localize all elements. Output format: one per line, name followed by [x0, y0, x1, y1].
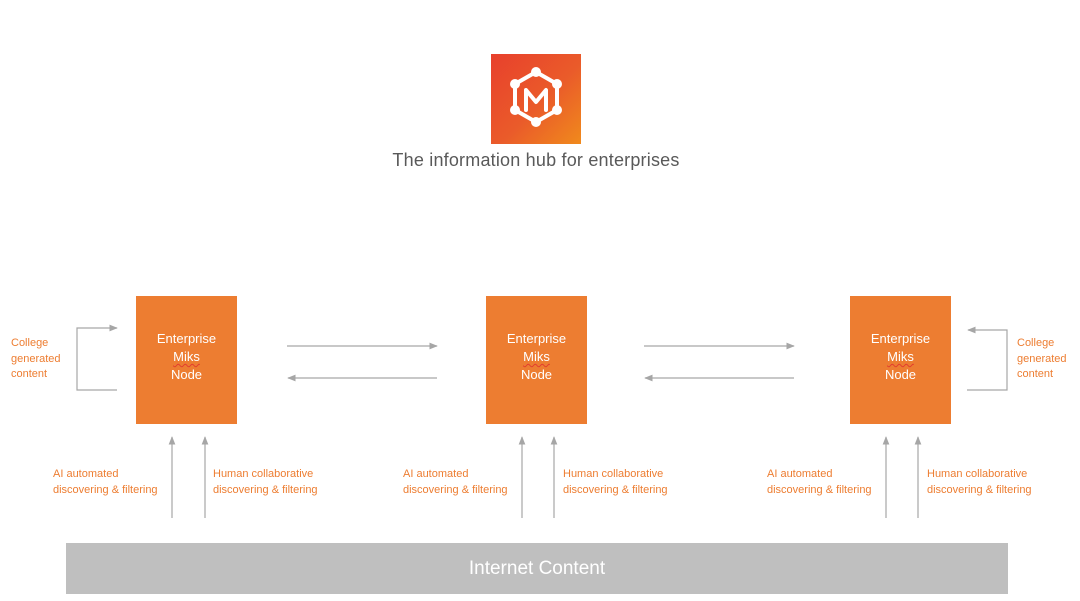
node-label-line2: Miks [173, 349, 200, 364]
enterprise-node-3: Enterprise Miks Node [850, 296, 951, 424]
internet-content-bar: Internet Content [66, 543, 1008, 594]
node-label-line1: Enterprise [156, 331, 217, 346]
node-label-line2: Miks [523, 349, 550, 364]
right-loop-arrow [967, 326, 1008, 391]
enterprise-node-1: Enterprise Miks Node [136, 296, 237, 424]
human-filtering-label-1: Human collaborative discovering & filter… [213, 468, 318, 496]
ai-filtering-label-1: AI automated discovering & filtering [53, 468, 158, 496]
node-label-line3: Node [884, 367, 917, 382]
node-label-line1: Enterprise [870, 331, 931, 346]
college-content-label-left: College generated content [11, 337, 61, 380]
node-label-line3: Node [170, 367, 203, 382]
left-loop-arrow [76, 324, 118, 391]
college-content-label-right: College generated content [1017, 337, 1067, 380]
tagline: The information hub for enterprises [392, 150, 680, 170]
internet-content-label: Internet Content [468, 557, 606, 579]
ai-filtering-label-3: AI automated discovering & filtering [767, 468, 872, 496]
human-filtering-label-2: Human collaborative discovering & filter… [563, 468, 668, 496]
miks-logo-icon [491, 54, 581, 144]
node-label-line3: Node [520, 367, 553, 382]
enterprise-node-2: Enterprise Miks Node [486, 296, 587, 424]
ai-filtering-label-2: AI automated discovering & filtering [403, 468, 508, 496]
node-label-line1: Enterprise [506, 331, 567, 346]
node-label-line2: Miks [887, 349, 914, 364]
human-filtering-label-3: Human collaborative discovering & filter… [927, 468, 1032, 496]
hexagon-m-icon [510, 67, 562, 127]
